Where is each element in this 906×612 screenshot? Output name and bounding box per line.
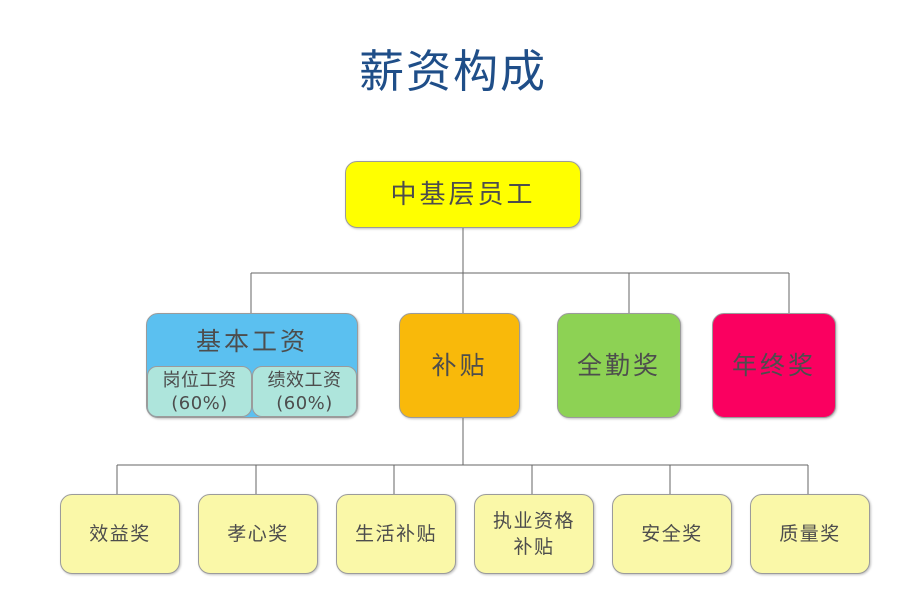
node-label: 中基层员工	[390, 179, 536, 210]
node-label: 绩效工资 (60%)	[267, 369, 342, 414]
node-full-attendance-bonus[interactable]: 全勤奖	[557, 313, 681, 418]
node-label: 年终奖	[731, 350, 816, 380]
node-quality-bonus[interactable]: 质量奖	[750, 494, 870, 574]
node-allowance[interactable]: 补贴	[399, 313, 520, 418]
node-base-salary[interactable]: 基本工资 岗位工资 (60%) 绩效工资 (60%)	[146, 313, 358, 418]
page-title: 薪资构成	[358, 45, 547, 98]
node-post-salary[interactable]: 岗位工资 (60%)	[147, 366, 252, 417]
node-label: 效益奖	[89, 523, 151, 545]
node-label: 岗位工资 (60%)	[162, 369, 237, 414]
node-label: 补贴	[431, 350, 488, 380]
node-label: 执业资格 补贴	[492, 510, 575, 558]
node-performance-salary[interactable]: 绩效工资 (60%)	[252, 366, 357, 417]
node-filial-piety-bonus[interactable]: 孝心奖	[198, 494, 318, 574]
node-label: 质量奖	[779, 523, 841, 545]
node-qualification-allowance[interactable]: 执业资格 补贴	[474, 494, 594, 574]
node-base-salary-children: 岗位工资 (60%) 绩效工资 (60%)	[147, 366, 357, 417]
node-safety-bonus[interactable]: 安全奖	[612, 494, 732, 574]
node-label: 孝心奖	[227, 523, 289, 545]
node-label: 安全奖	[641, 523, 703, 545]
node-living-allowance[interactable]: 生活补贴	[336, 494, 456, 574]
node-year-end-bonus[interactable]: 年终奖	[712, 313, 836, 418]
node-label: 全勤奖	[576, 350, 661, 380]
node-mid-junior-staff[interactable]: 中基层员工	[345, 161, 581, 228]
node-benefit-bonus[interactable]: 效益奖	[60, 494, 180, 574]
node-label: 生活补贴	[354, 523, 437, 545]
node-base-salary-header: 基本工资	[147, 314, 357, 366]
node-label: 基本工资	[195, 327, 308, 356]
